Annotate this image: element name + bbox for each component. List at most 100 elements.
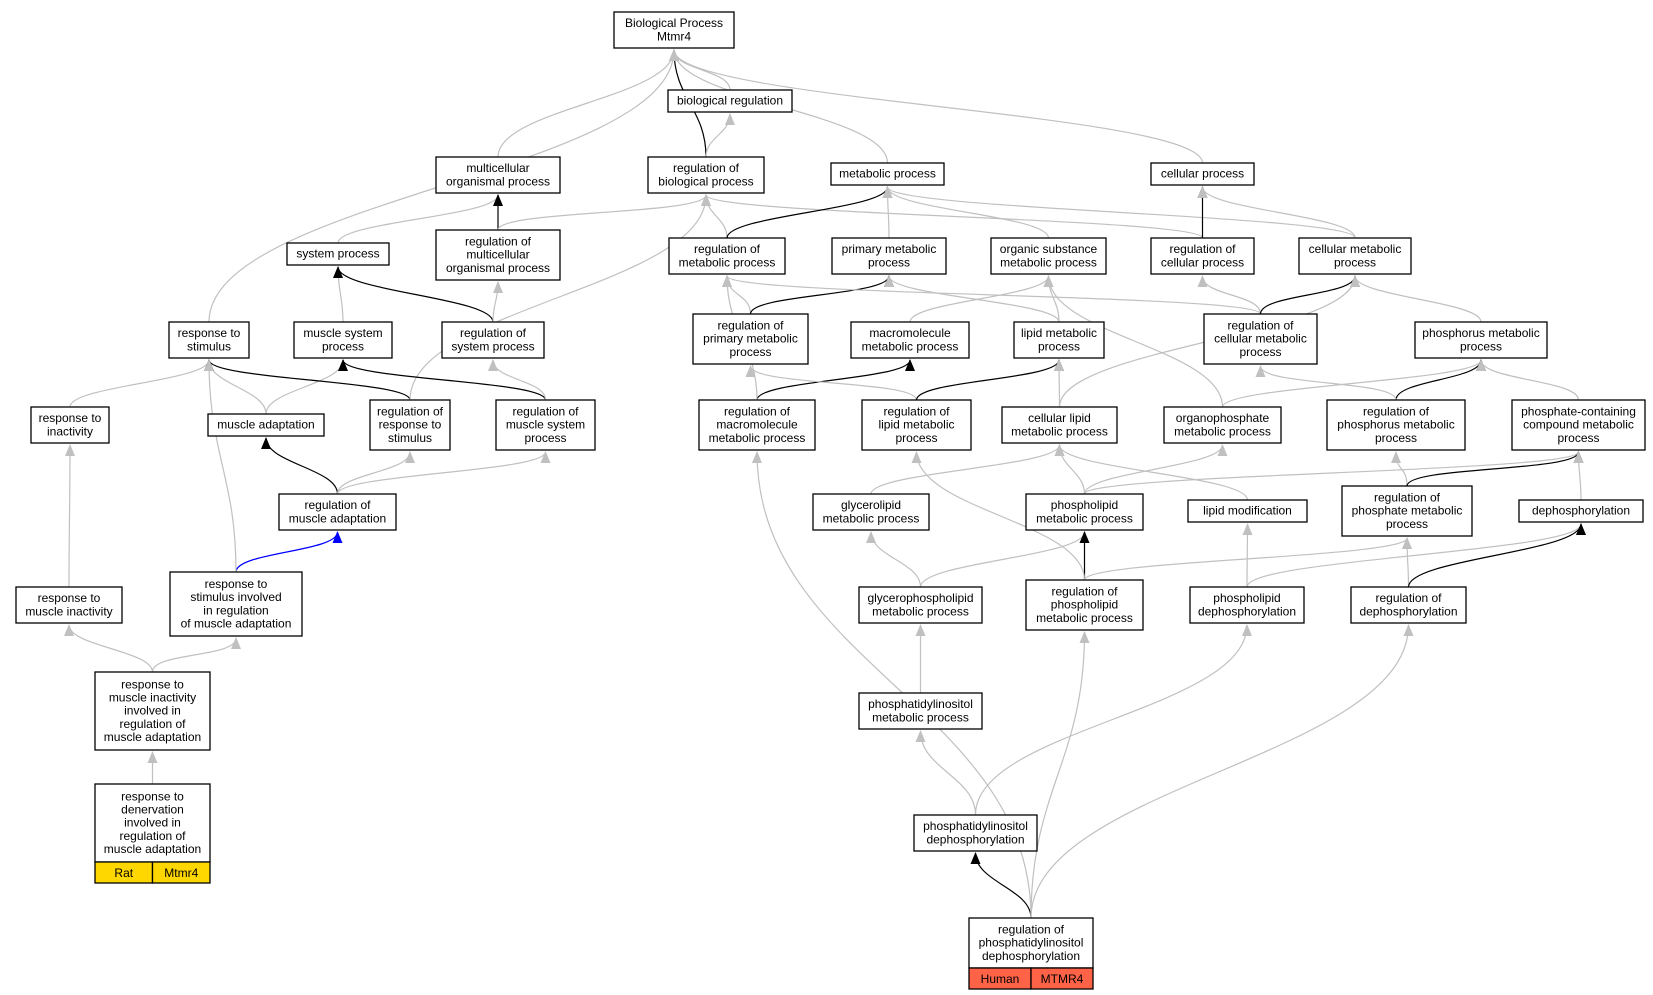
node-label-line: cellular process [1161,167,1244,181]
edge-bioreg-to-root [669,49,731,91]
node-label-line: in regulation [203,603,268,617]
edge-respinact-to-resp [69,359,214,408]
tag-cell [1030,967,1094,990]
node-box [1341,485,1473,537]
node-label-line: muscle adaptation [217,418,314,432]
edge-glycerophos-to-phospholipid [919,531,1090,588]
edge-line [151,637,241,673]
node-label-line: dephosphorylation [1359,604,1457,618]
node-label-line: muscle system [506,418,585,432]
edge-phosmetab-to-cellmetab [1350,275,1482,323]
node-label-line: response to [205,577,268,591]
node-label-line: process [1334,255,1376,269]
edge-regmuscadapt-to-regmuscsys [336,451,551,495]
edge-line [1030,624,1414,919]
node-muscadapt[interactable]: muscle adaptation [207,413,325,437]
node-label-line: glycerophospholipid [867,591,973,605]
edge-regphosmetab-to-regcellmetab [1255,365,1397,401]
edge-line [909,275,1054,323]
node-label-line: metabolic process [679,255,776,269]
node-cellproc[interactable]: cellular process [1150,162,1255,186]
edge-line [333,266,494,323]
node-box [1025,579,1144,631]
edge-line [1350,275,1482,323]
node-label-line: metabolic process [823,511,920,525]
edge-line [1054,444,1086,495]
edge-line [745,365,918,401]
edge-line [749,275,894,315]
node-label-line: process [524,431,566,445]
node-label-line: metabolic process [1011,424,1108,438]
edge-regsys-to-sysproc [333,266,494,323]
node-label-line: regulation of [883,404,950,418]
edge-line [882,186,1356,239]
node-label-line: dephosphorylation [926,832,1024,846]
node-label-line: biological process [658,174,753,188]
node-lipidmod[interactable]: lipid modification [1187,499,1308,523]
node-box [913,814,1038,852]
node-label-line: stimulus [187,339,231,353]
node-box [1187,499,1308,523]
node-bioreg[interactable]: biological regulation [667,89,793,113]
edge-line [1043,275,1060,323]
edge-regcell-to-regbio [701,194,1204,239]
node-label-line: denervation [121,802,184,816]
node-metab[interactable]: metabolic process [830,162,945,186]
edge-cellmetab-to-metab [882,186,1356,239]
edge-ptdinsdephos-to-phosdephos [974,624,1252,816]
node-label-line: glycerolipid [841,498,901,512]
node-dephos[interactable]: dephosphorylation [1518,499,1644,523]
edge-regresp-to-regbio [409,194,711,401]
node-sysproc[interactable]: system process [286,242,390,266]
edge-line [915,359,1064,401]
edge-line [261,437,339,495]
gene-tag: MTMR4 [1030,967,1094,990]
edge-line [64,624,154,673]
edge-regmuscsys-to-muscsys [338,359,547,401]
node-regptdins[interactable]: regulation ofphosphatidylinositoldephosp… [968,917,1094,990]
node-label-line: biological regulation [677,94,783,108]
node-label-line: regulation of [673,161,740,175]
node-label-line: response to [39,411,102,425]
